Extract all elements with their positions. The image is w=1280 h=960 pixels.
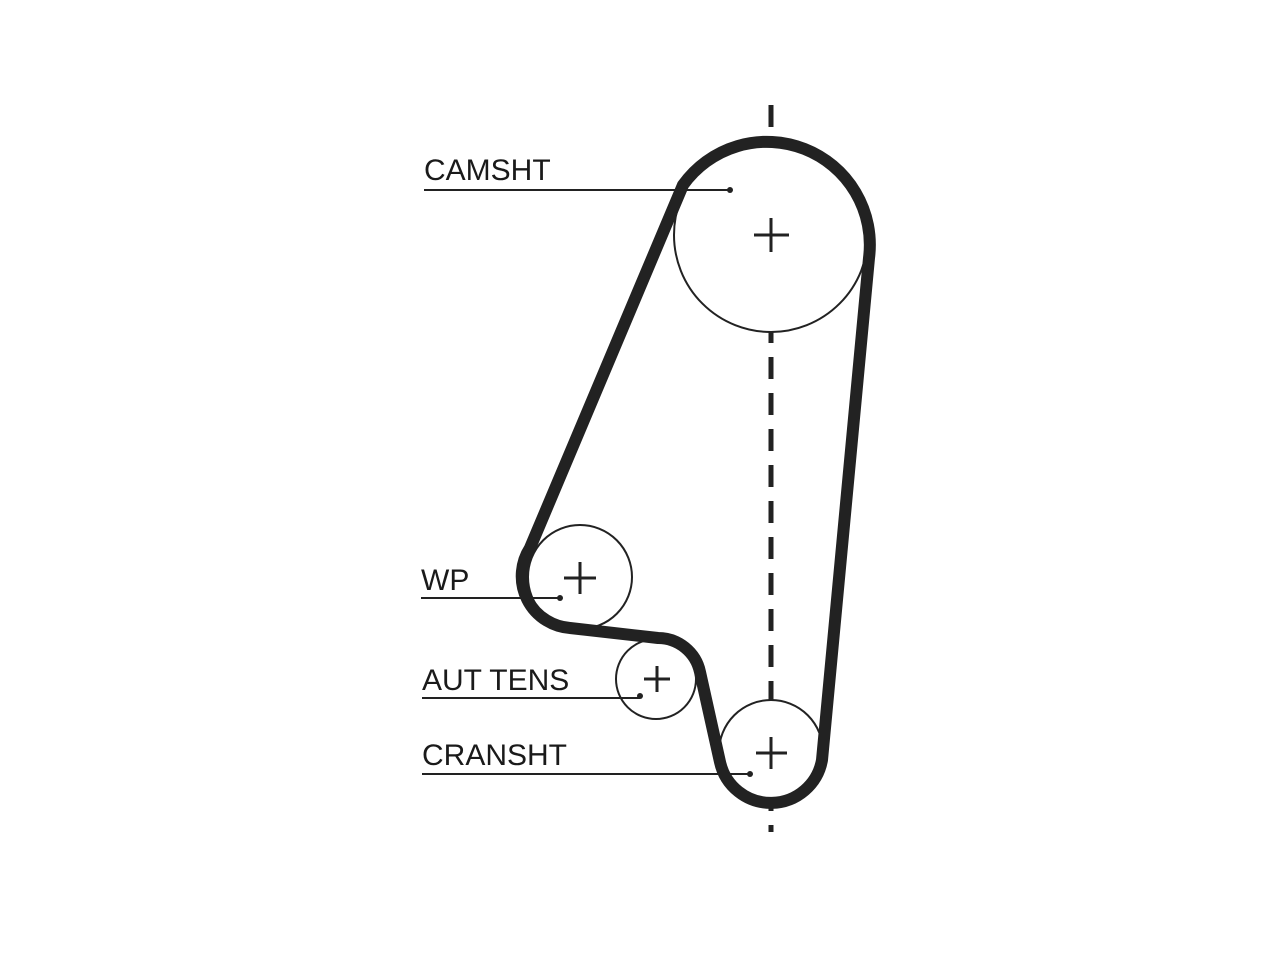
timing-belt — [515, 135, 876, 809]
tensioner-leader-dot — [637, 693, 643, 699]
camshaft-leader-dot — [727, 187, 733, 193]
crankshaft-leader-dot — [747, 771, 753, 777]
crankshaft-center-mark — [756, 737, 787, 769]
water-pump-center-mark — [564, 562, 596, 594]
camshaft-center-mark — [754, 218, 789, 252]
water-pump-leader-dot — [557, 595, 563, 601]
crankshaft-label: CRANSHT — [422, 739, 567, 772]
camshaft-label: CAMSHT — [424, 154, 551, 187]
tensioner-label: AUT TENS — [422, 664, 569, 697]
water-pump-label: WP — [421, 564, 469, 597]
tensioner-center-mark — [644, 666, 670, 692]
